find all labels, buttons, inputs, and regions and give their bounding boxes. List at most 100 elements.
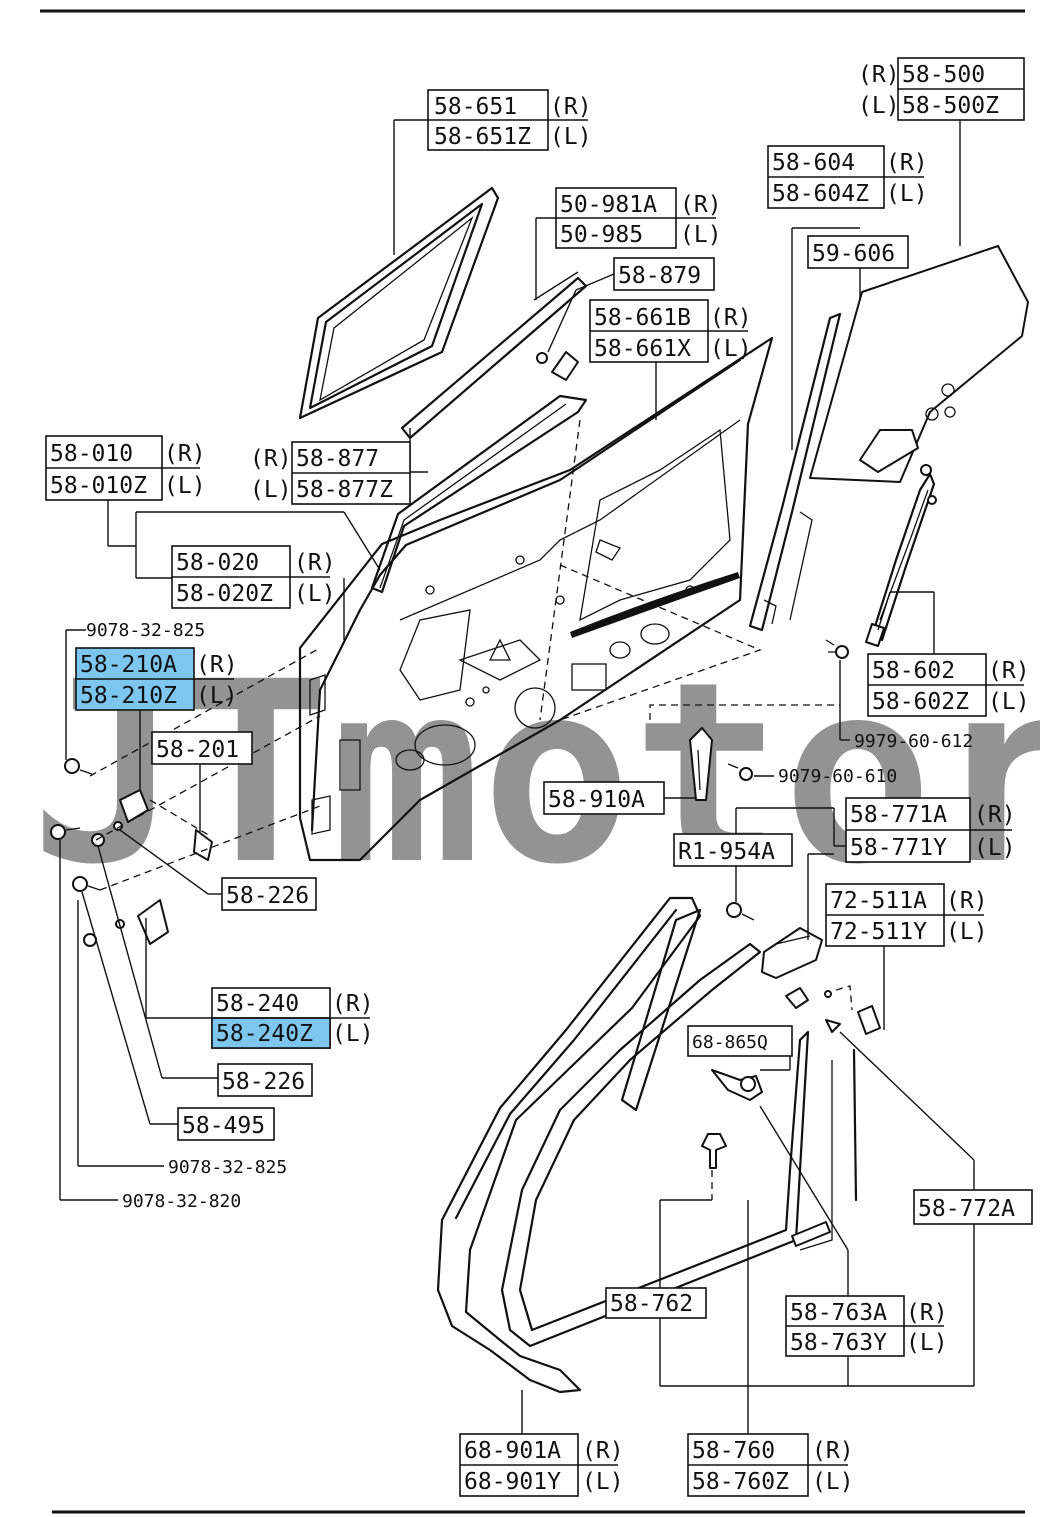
label-58-201[interactable]: 58-201 (151, 731, 253, 765)
svg-text:58-910A: 58-910A (548, 787, 645, 813)
svg-text:68-901A: 68-901A (464, 1438, 561, 1464)
svg-text:58-762: 58-762 (610, 1291, 693, 1317)
svg-text:(L): (L) (988, 689, 1030, 715)
svg-text:(L): (L) (332, 1021, 374, 1047)
svg-text:(L): (L) (196, 683, 238, 709)
label-9078-32-820[interactable]: 9078-32-820 (122, 1191, 241, 1212)
label-58-910a[interactable]: 58-910A (543, 781, 665, 815)
label-9078-32-825-top[interactable]: 9078-32-825 (86, 620, 205, 641)
label-58-651[interactable]: 58-651 58-651Z (R) (L) (427, 89, 592, 151)
label-58-226-upper[interactable]: 58-226 (221, 877, 317, 911)
svg-text:(L): (L) (294, 581, 336, 607)
svg-text:58-201: 58-201 (156, 737, 239, 763)
label-58-210a[interactable]: 58-210A 58-210Z (R) (L) (75, 647, 238, 711)
label-58-760[interactable]: 58-760 58-760Z (R) (L) (687, 1433, 854, 1497)
label-58-020[interactable]: 58-020 58-020Z (R) (L) (171, 545, 336, 609)
svg-text:72-511Y: 72-511Y (830, 919, 927, 945)
label-58-877[interactable]: (R) (L) 58-877 58-877Z (250, 441, 411, 505)
svg-text:58-240: 58-240 (216, 991, 299, 1017)
svg-text:58-210Z: 58-210Z (80, 683, 177, 709)
svg-text:58-210A: 58-210A (80, 652, 177, 678)
svg-text:(R): (R) (332, 991, 374, 1017)
label-58-495[interactable]: 58-495 (177, 1107, 275, 1141)
svg-text:68-901Y: 68-901Y (464, 1469, 561, 1495)
label-9078-32-825-bottom[interactable]: 9078-32-825 (168, 1157, 287, 1178)
label-58-772a[interactable]: 58-772A (913, 1189, 1033, 1225)
label-68-865q[interactable]: 68-865Q (687, 1025, 793, 1057)
svg-text:58-771Y: 58-771Y (850, 835, 947, 861)
svg-text:(R): (R) (196, 652, 238, 678)
part-labels: 58-651 58-651Z (R) (L) (R) (L) 58-500 58… (45, 57, 1033, 1497)
svg-text:(L): (L) (812, 1469, 854, 1495)
door-parts-drawing (50, 186, 1029, 1394)
svg-text:(L): (L) (946, 919, 988, 945)
svg-text:58-602Z: 58-602Z (872, 689, 969, 715)
label-72-511a[interactable]: 72-511A 72-511Y (R) (L) (825, 883, 988, 947)
label-58-226-lower[interactable]: 58-226 (217, 1063, 313, 1097)
svg-text:59-606: 59-606 (812, 241, 895, 267)
svg-text:(L): (L) (250, 477, 292, 503)
svg-text:(L): (L) (858, 93, 900, 119)
svg-text:(L): (L) (710, 336, 752, 362)
label-r1-954a[interactable]: R1-954A (673, 833, 793, 867)
svg-text:(L): (L) (164, 473, 206, 499)
label-58-500[interactable]: (R) (L) 58-500 58-500Z (858, 57, 1025, 121)
svg-text:58-010: 58-010 (50, 441, 133, 467)
svg-text:58-495: 58-495 (182, 1113, 265, 1139)
leader-lines (59, 119, 975, 1434)
label-59-606[interactable]: 59-606 (807, 235, 909, 269)
label-9979-60-612[interactable]: 9979-60-612 (854, 731, 973, 752)
label-58-763a[interactable]: 58-763A 58-763Y (R) (L) (785, 1295, 948, 1357)
svg-text:50-985: 50-985 (560, 222, 643, 248)
label-58-762[interactable]: 58-762 (605, 1287, 707, 1319)
label-58-240[interactable]: 58-240 58-240Z (R) (L) (211, 987, 374, 1049)
label-58-879[interactable]: 58-879 (613, 257, 715, 291)
svg-text:(R): (R) (164, 441, 206, 467)
svg-text:(R): (R) (974, 802, 1016, 828)
svg-text:(L): (L) (886, 181, 928, 207)
svg-text:(R): (R) (680, 192, 722, 218)
label-58-661b[interactable]: 58-661B 58-661X (R) (L) (589, 299, 752, 363)
svg-text:58-661B: 58-661B (594, 305, 691, 331)
svg-text:(R): (R) (946, 888, 988, 914)
svg-text:58-763A: 58-763A (790, 1300, 887, 1326)
label-58-771a[interactable]: 58-771A 58-771Y (R) (L) (845, 797, 1016, 863)
svg-text:58-604Z: 58-604Z (772, 181, 869, 207)
svg-text:(R): (R) (812, 1438, 854, 1464)
svg-text:R1-954A: R1-954A (678, 839, 775, 865)
svg-text:(R): (R) (988, 658, 1030, 684)
svg-text:58-226: 58-226 (226, 883, 309, 909)
svg-text:68-865Q: 68-865Q (692, 1032, 768, 1053)
svg-text:58-651: 58-651 (434, 94, 517, 120)
svg-text:(R): (R) (294, 550, 336, 576)
svg-text:58-500: 58-500 (902, 62, 985, 88)
label-58-010[interactable]: 58-010 58-010Z (R) (L) (45, 435, 206, 501)
label-9079-60-610[interactable]: 9079-60-610 (778, 766, 897, 787)
svg-text:(R): (R) (582, 1438, 624, 1464)
svg-text:58-604: 58-604 (772, 150, 855, 176)
svg-text:50-981A: 50-981A (560, 192, 657, 218)
svg-text:(L): (L) (974, 835, 1016, 861)
svg-text:(L): (L) (906, 1330, 948, 1356)
svg-text:58-500Z: 58-500Z (902, 93, 999, 119)
svg-text:58-877Z: 58-877Z (296, 477, 393, 503)
svg-text:(L): (L) (550, 124, 592, 150)
svg-text:58-651Z: 58-651Z (434, 124, 531, 150)
svg-text:(R): (R) (250, 446, 292, 472)
svg-text:58-240Z: 58-240Z (216, 1021, 313, 1047)
svg-text:58-763Y: 58-763Y (790, 1330, 887, 1356)
svg-text:58-602: 58-602 (872, 658, 955, 684)
svg-text:(L): (L) (680, 222, 722, 248)
svg-text:(R): (R) (906, 1300, 948, 1326)
svg-text:(R): (R) (858, 62, 900, 88)
svg-text:58-010Z: 58-010Z (50, 473, 147, 499)
svg-text:72-511A: 72-511A (830, 888, 927, 914)
svg-text:58-879: 58-879 (618, 263, 701, 289)
label-68-901a[interactable]: 68-901A 68-901Y (R) (L) (459, 1433, 624, 1497)
svg-text:(R): (R) (550, 94, 592, 120)
label-58-602[interactable]: 58-602 58-602Z (R) (L) (867, 653, 1030, 717)
svg-text:58-760: 58-760 (692, 1438, 775, 1464)
label-50-981a[interactable]: 50-981A 50-985 (R) (L) (555, 187, 722, 249)
svg-text:58-772A: 58-772A (918, 1196, 1015, 1222)
